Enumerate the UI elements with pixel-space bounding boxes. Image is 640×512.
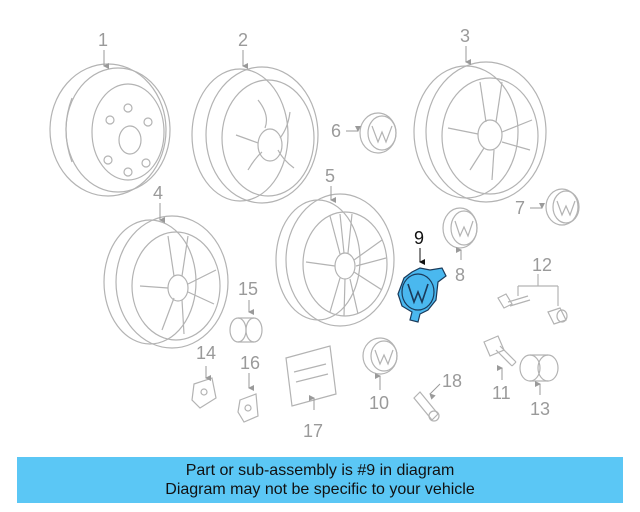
module-17 xyxy=(285,345,337,407)
highlighted-part-9[interactable] xyxy=(397,248,447,323)
callout-9[interactable]: 9 xyxy=(414,228,425,248)
callout-4: 4 xyxy=(153,183,164,203)
wheel-5-alloy xyxy=(275,193,395,327)
callout-13: 13 xyxy=(530,399,551,419)
bolt-11 xyxy=(483,335,517,367)
callout-8: 8 xyxy=(455,265,466,285)
center-cap-6 xyxy=(359,112,397,154)
callout-7: 7 xyxy=(515,198,526,218)
bolt-12a xyxy=(497,293,531,309)
callout-5: 5 xyxy=(325,166,336,186)
callout-6: 6 xyxy=(331,121,342,141)
center-cap-7 xyxy=(545,188,580,226)
callout-14: 14 xyxy=(196,343,217,363)
callout-3: 3 xyxy=(460,26,471,46)
callout-12: 12 xyxy=(532,255,553,275)
banner-line-2: Diagram may not be specific to your vehi… xyxy=(165,481,475,498)
info-banner: Part or sub-assembly is #9 in diagram Di… xyxy=(17,457,623,503)
center-cap-10 xyxy=(362,337,398,375)
cap-13 xyxy=(519,354,559,382)
callout-15: 15 xyxy=(238,279,259,299)
wheel-1-steel xyxy=(49,63,171,197)
nut-12b xyxy=(547,307,568,325)
center-cap-8 xyxy=(442,207,478,249)
bracket-14 xyxy=(191,377,217,409)
callout-10: 10 xyxy=(369,393,390,413)
banner-line-1: Part or sub-assembly is #9 in diagram xyxy=(185,462,455,479)
cylinder-15 xyxy=(229,317,263,343)
callout-1: 1 xyxy=(98,30,109,50)
wheel-2-alloy xyxy=(191,66,319,204)
bracket-12 xyxy=(517,274,559,306)
wheel-4-alloy xyxy=(103,215,229,349)
callout-2: 2 xyxy=(238,30,249,50)
wheel-3-alloy xyxy=(413,61,547,203)
callout-17: 17 xyxy=(303,421,324,441)
valve-18 xyxy=(413,391,440,422)
callout-11: 11 xyxy=(492,383,511,403)
callout-18: 18 xyxy=(442,371,463,391)
sensor-16 xyxy=(237,393,259,423)
callout-16: 16 xyxy=(240,353,261,373)
